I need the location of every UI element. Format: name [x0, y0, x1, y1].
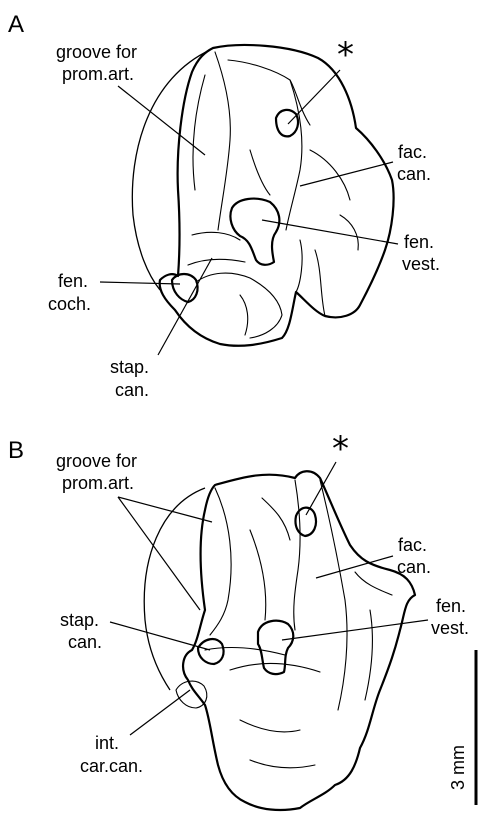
panel-a-stap-leader: [158, 258, 212, 355]
panel-b-fac-label-line2: can.: [397, 557, 431, 577]
panel-b-inner-ridge-2: [294, 480, 300, 630]
panel-b-fenvest-leader: [282, 620, 428, 640]
panel-b-stap-label-line2: can.: [68, 632, 102, 652]
panel-b: B * groove for prom.art. fac. can.: [8, 429, 469, 810]
panel-a-fenestra-cochleae: [172, 274, 198, 302]
panel-a-fenvest-label-line2: vest.: [402, 254, 440, 274]
panel-a-groove-label-line1: groove for: [56, 42, 137, 62]
panel-b-inner-ridge-4: [250, 498, 290, 620]
panel-b-groove-label-line1: groove for: [56, 451, 137, 471]
panel-b-letter: B: [8, 437, 24, 464]
panel-b-intcar-label-line2: car.can.: [80, 756, 143, 776]
panel-a-fenvest-leader: [262, 220, 398, 244]
panel-a-fac-label-line2: can.: [397, 164, 431, 184]
panel-b-asterisk: *: [332, 429, 349, 469]
panel-a-inner-ridge-6: [188, 232, 245, 265]
panel-a-stap-label-line2: can.: [115, 380, 149, 400]
scale-bar: 3 mm: [448, 650, 476, 805]
panel-a-groove-leader: [118, 86, 205, 155]
scale-bar-label: 3 mm: [448, 745, 468, 790]
panel-b-inner-ridge-1: [210, 488, 231, 635]
panel-a-groove-label-line2: prom.art.: [62, 64, 134, 84]
panel-b-stap-leader: [110, 622, 210, 650]
panel-a-inner-ridge-5: [310, 150, 358, 250]
panel-a-inner-ridge-8: [250, 150, 270, 195]
panel-a-asterisk-leader: [288, 70, 340, 124]
panel-a-fenestra-vestibuli: [230, 199, 279, 265]
panel-b-inner-ridge-3: [320, 480, 347, 710]
panel-a-lower-lobe: [196, 273, 282, 338]
panel-b-stap-label-line1: stap.: [60, 610, 99, 630]
panel-b-asterisk-structure: [295, 508, 315, 536]
panel-b-fac-label-line1: fac.: [398, 535, 427, 555]
panel-b-inner-ridge-7: [205, 648, 285, 655]
panel-b-intcar-leader: [130, 690, 190, 735]
panel-a-stap-label-line1: stap.: [110, 357, 149, 377]
panel-b-groove-label-line2: prom.art.: [62, 473, 134, 493]
panel-b-stapedial-canal: [198, 639, 224, 664]
panel-a-inner-ridge-1: [215, 52, 230, 230]
panel-a-fencoch-label-line2: coch.: [48, 294, 91, 314]
panel-a-fac-label-line1: fac.: [398, 142, 427, 162]
panel-a-fencoch-label-line1: fen.: [58, 271, 88, 291]
panel-b-asterisk-leader: [306, 462, 336, 515]
panel-b-inner-ridge-5: [355, 572, 392, 700]
panel-a: A * groove for prom.art. fac. can.: [8, 11, 440, 400]
panel-a-asterisk-structure: [276, 110, 298, 136]
panel-a-outline-arc: [132, 50, 210, 290]
panel-a-fencoch-leader: [100, 282, 180, 284]
panel-b-groove-leader-2: [118, 497, 200, 610]
panel-a-fenvest-label-line1: fen.: [404, 232, 434, 252]
panel-b-fenvest-label-line1: fen.: [436, 596, 466, 616]
panel-a-inner-ridge-2: [193, 75, 205, 190]
panel-b-fenvest-label-line2: vest.: [431, 618, 469, 638]
panel-a-letter: A: [8, 11, 24, 38]
panel-a-asterisk: *: [337, 35, 354, 75]
panel-b-intcar-label-line1: int.: [95, 733, 119, 753]
panel-b-inner-ridge-6: [230, 663, 320, 767]
panel-b-fenestra-vestibuli: [258, 621, 293, 674]
panel-b-groove-leader-1: [118, 497, 212, 522]
panel-a-fac-leader: [300, 162, 393, 186]
